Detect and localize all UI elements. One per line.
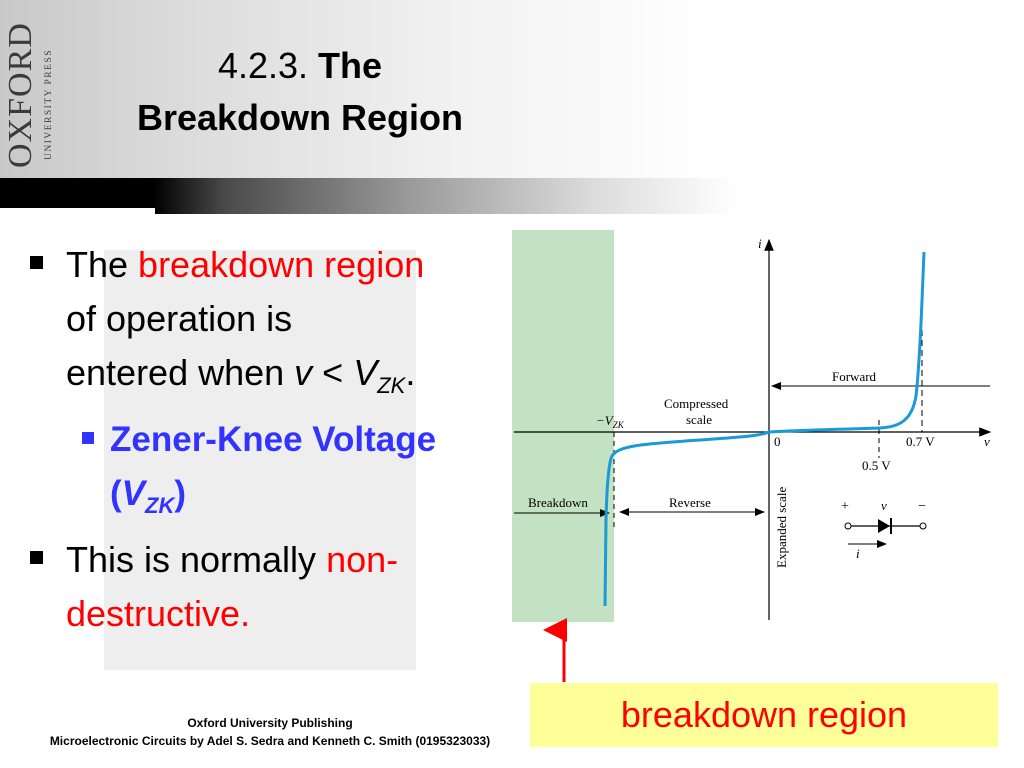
bullet-square-icon — [30, 551, 43, 565]
diode-terminal-left — [844, 522, 852, 530]
diode-v-label: v — [881, 498, 887, 513]
period: . — [405, 352, 416, 393]
bullet-square-icon — [30, 256, 43, 269]
paren-close: ) — [174, 474, 186, 514]
v05-label: 0.5 V — [862, 458, 891, 473]
sub-bullet-zener: Zener-Knee Voltage (VZK) — [30, 413, 500, 533]
footer-line2: Microelectronic Circuits by Adel S. Sedr… — [49, 734, 491, 748]
neg-vzk-label: −VZK — [596, 413, 625, 430]
title-bold-line1: The — [318, 45, 383, 86]
highlight-text: breakdown region — [138, 244, 425, 285]
iv-curve — [603, 251, 926, 607]
breakdown-highlight — [512, 230, 614, 622]
bullet-text: entered when — [66, 352, 295, 393]
reverse-label: Reverse — [669, 495, 711, 510]
diode-terminal-right — [919, 522, 927, 530]
breakdown-callout: breakdown region — [530, 683, 998, 747]
v-axis-label: v — [984, 434, 990, 449]
diode-plus: + — [841, 499, 849, 514]
forward-label: Forward — [832, 369, 877, 384]
diode-minus: − — [918, 499, 926, 514]
header-band — [0, 0, 1024, 178]
i-axis-label: i — [758, 236, 762, 251]
zener-V: V — [121, 474, 146, 514]
current-label: i — [856, 546, 860, 561]
subscript-zk: ZK — [377, 373, 406, 399]
diode-triangle-icon — [878, 519, 890, 533]
highlight-text: non- — [326, 539, 399, 581]
bullet-square-icon — [82, 432, 94, 445]
v07-label: 0.7 V — [906, 434, 935, 449]
origin-label: 0 — [774, 434, 781, 449]
background-book-image — [104, 250, 416, 670]
bullet-list: The breakdown region of operation is ent… — [30, 238, 500, 641]
footer: Oxford University Publishing Microelectr… — [20, 714, 520, 750]
title-number: 4.2.3. — [217, 45, 309, 86]
var-V: V — [353, 352, 378, 393]
bullet-breakdown: The breakdown region of operation is ent… — [30, 238, 500, 413]
var-v: v — [294, 352, 313, 393]
slide-title: 4.2.3. The Breakdown Region — [100, 40, 500, 144]
zener-subscript: ZK — [145, 493, 175, 519]
breakdown-label: Breakdown — [528, 495, 588, 510]
bullet-text: This is normally — [66, 539, 327, 581]
compressed-label: Compressed — [664, 396, 729, 411]
paren-open: ( — [110, 474, 122, 514]
highlight-text: destructive. — [66, 593, 251, 635]
bullet-nondestructive: This is normally non- destructive. — [30, 533, 500, 641]
expanded-scale-label: Expanded scale — [774, 487, 789, 568]
bullet-text: of operation is — [66, 298, 293, 339]
title-rule-bar — [0, 178, 1024, 214]
title-bold-line2: Breakdown Region — [136, 97, 464, 138]
zener-label: Zener-Knee Voltage — [110, 420, 437, 460]
scale-label: scale — [686, 412, 712, 427]
footer-line1: Oxford University Publishing — [187, 716, 353, 730]
less-than: < — [312, 352, 354, 393]
bullet-text: The — [66, 244, 139, 285]
